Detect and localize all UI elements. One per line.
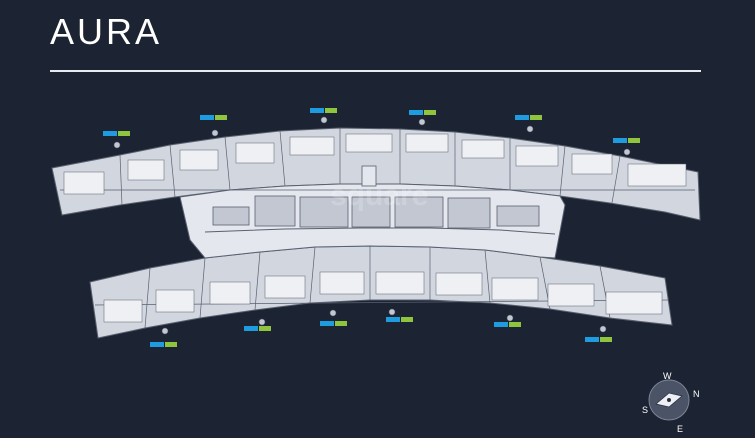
unit-marker [200,115,227,137]
unit-marker [515,115,542,133]
unit-marker [103,131,130,149]
unit-marker [244,318,271,331]
upper-rooms [63,133,687,195]
unit-markers-upper [103,108,640,156]
compass-west: W [663,371,672,381]
project-title: AURA [50,11,163,52]
lower-rooms [103,271,663,323]
upper-room-partitions [60,128,695,206]
service-room-west [212,206,250,226]
lift-lobby [351,196,391,228]
compass-east: E [677,424,683,434]
lift-core-west [299,196,349,228]
corridor-connector [361,165,377,187]
corridor-line [204,227,556,235]
compass-center [667,398,671,402]
central-core [179,165,566,259]
watermark: square [330,179,428,212]
service-room-east [496,205,540,227]
unit-marker [494,314,521,327]
unit-marker [150,327,177,347]
unit-marker [310,108,337,124]
unit-markers-lower [150,308,612,347]
lift-core-east [394,196,444,228]
unit-marker [409,110,436,126]
compass-north: N [693,389,700,399]
unit-marker [585,325,612,342]
unit-marker [386,308,413,322]
stair-core-east [447,197,491,229]
unit-marker [613,138,640,156]
compass-south: S [642,405,648,415]
title-divider [50,70,701,72]
unit-marker [320,309,347,326]
stair-core-west [254,195,296,227]
compass: W N S E [642,371,700,434]
